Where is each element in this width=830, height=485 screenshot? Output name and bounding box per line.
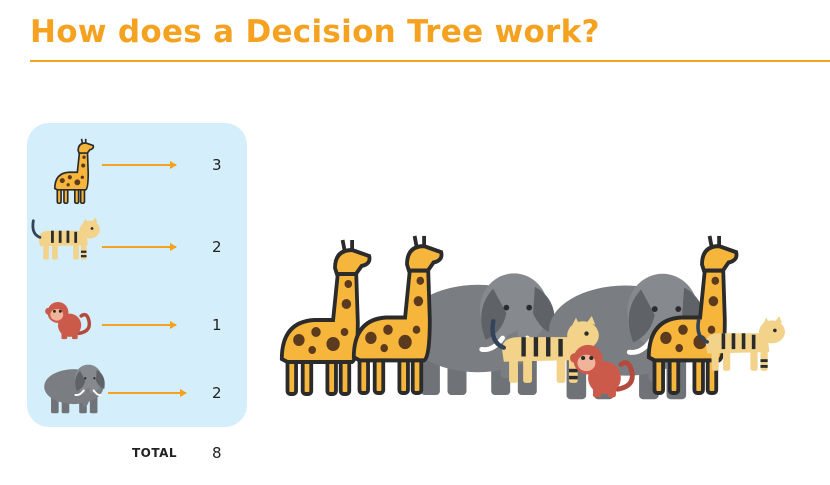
tiger-icon (31, 216, 102, 261)
animal-group-illustration (279, 230, 787, 405)
giraffe-icon (53, 138, 95, 204)
monkey-icon (44, 300, 92, 341)
arrow-icon (102, 321, 177, 328)
giraffe-icon (279, 238, 372, 396)
elephant-count: 2 (212, 384, 222, 402)
total-value: 8 (212, 444, 222, 462)
tiger-count: 2 (212, 238, 222, 256)
elephant-icon (43, 363, 106, 414)
title-underline (30, 60, 830, 62)
arrow-icon (108, 389, 187, 396)
giraffe-count: 3 (212, 156, 222, 174)
total-label: TOTAL (132, 446, 178, 460)
page-title: How does a Decision Tree work? (30, 14, 600, 50)
arrow-icon (102, 161, 177, 168)
monkey-count: 1 (212, 316, 222, 334)
arrow-icon (102, 243, 177, 250)
